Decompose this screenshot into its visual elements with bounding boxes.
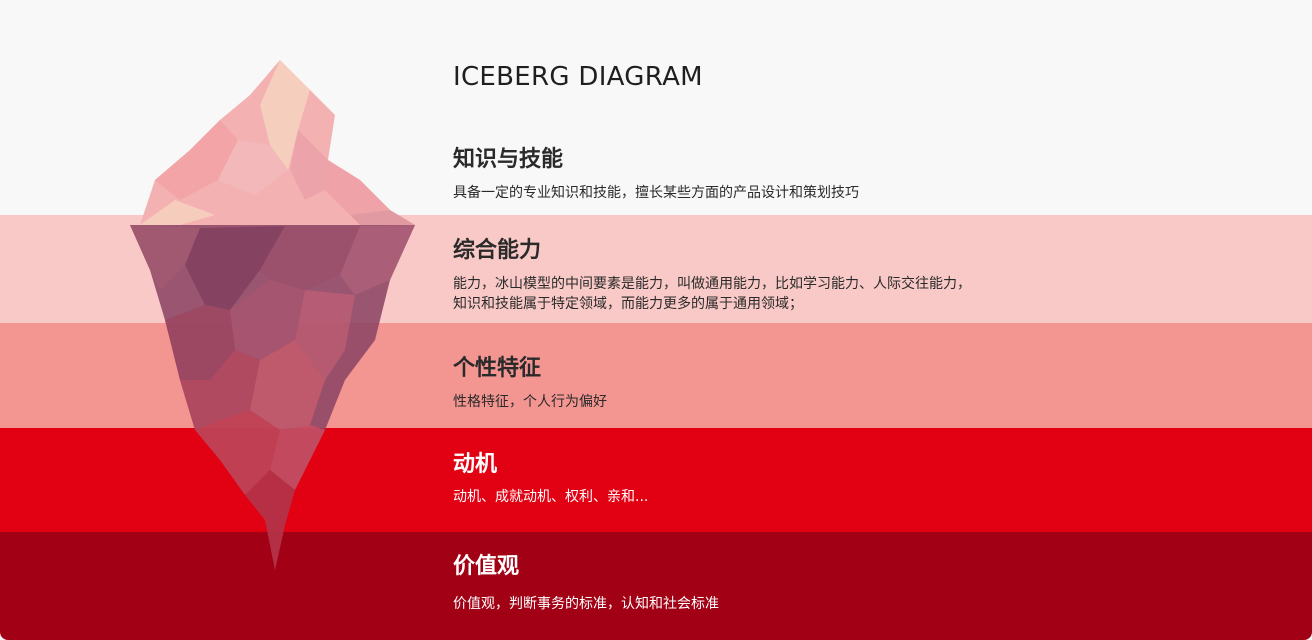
diagram-title: ICEBERG DIAGRAM [453, 62, 703, 92]
layer-heading-knowledge-skills: 知识与技能 [453, 147, 564, 172]
layer-heading-values: 价值观 [453, 554, 520, 579]
layer-heading-comprehensive-ability: 综合能力 [453, 238, 542, 263]
layer-description-values: 价值观，判断事务的标准，认知和社会标准 [453, 596, 719, 612]
layer-description-comprehensive-ability-line-2: 知识和技能属于特定领域，而能力更多的属于通用领域； [453, 296, 803, 312]
layer-description-motivation: 动机、成就动机、权利、亲和... [453, 489, 649, 505]
iceberg-illustration [130, 60, 415, 570]
band-values [0, 532, 1312, 640]
layer-description-comprehensive-ability-line-1: 能力，冰山模型的中间要素是能力，叫做通用能力，比如学习能力、人际交往能力， [453, 276, 971, 292]
iceberg-tip [140, 60, 415, 225]
layer-heading-motivation: 动机 [453, 452, 498, 477]
layer-description-personality-traits: 性格特征，个人行为偏好 [453, 394, 607, 410]
layer-heading-personality-traits: 个性特征 [453, 356, 542, 381]
iceberg-submerged [130, 225, 415, 570]
layer-description-knowledge-skills: 具备一定的专业知识和技能，擅长某些方面的产品设计和策划技巧 [453, 185, 859, 201]
